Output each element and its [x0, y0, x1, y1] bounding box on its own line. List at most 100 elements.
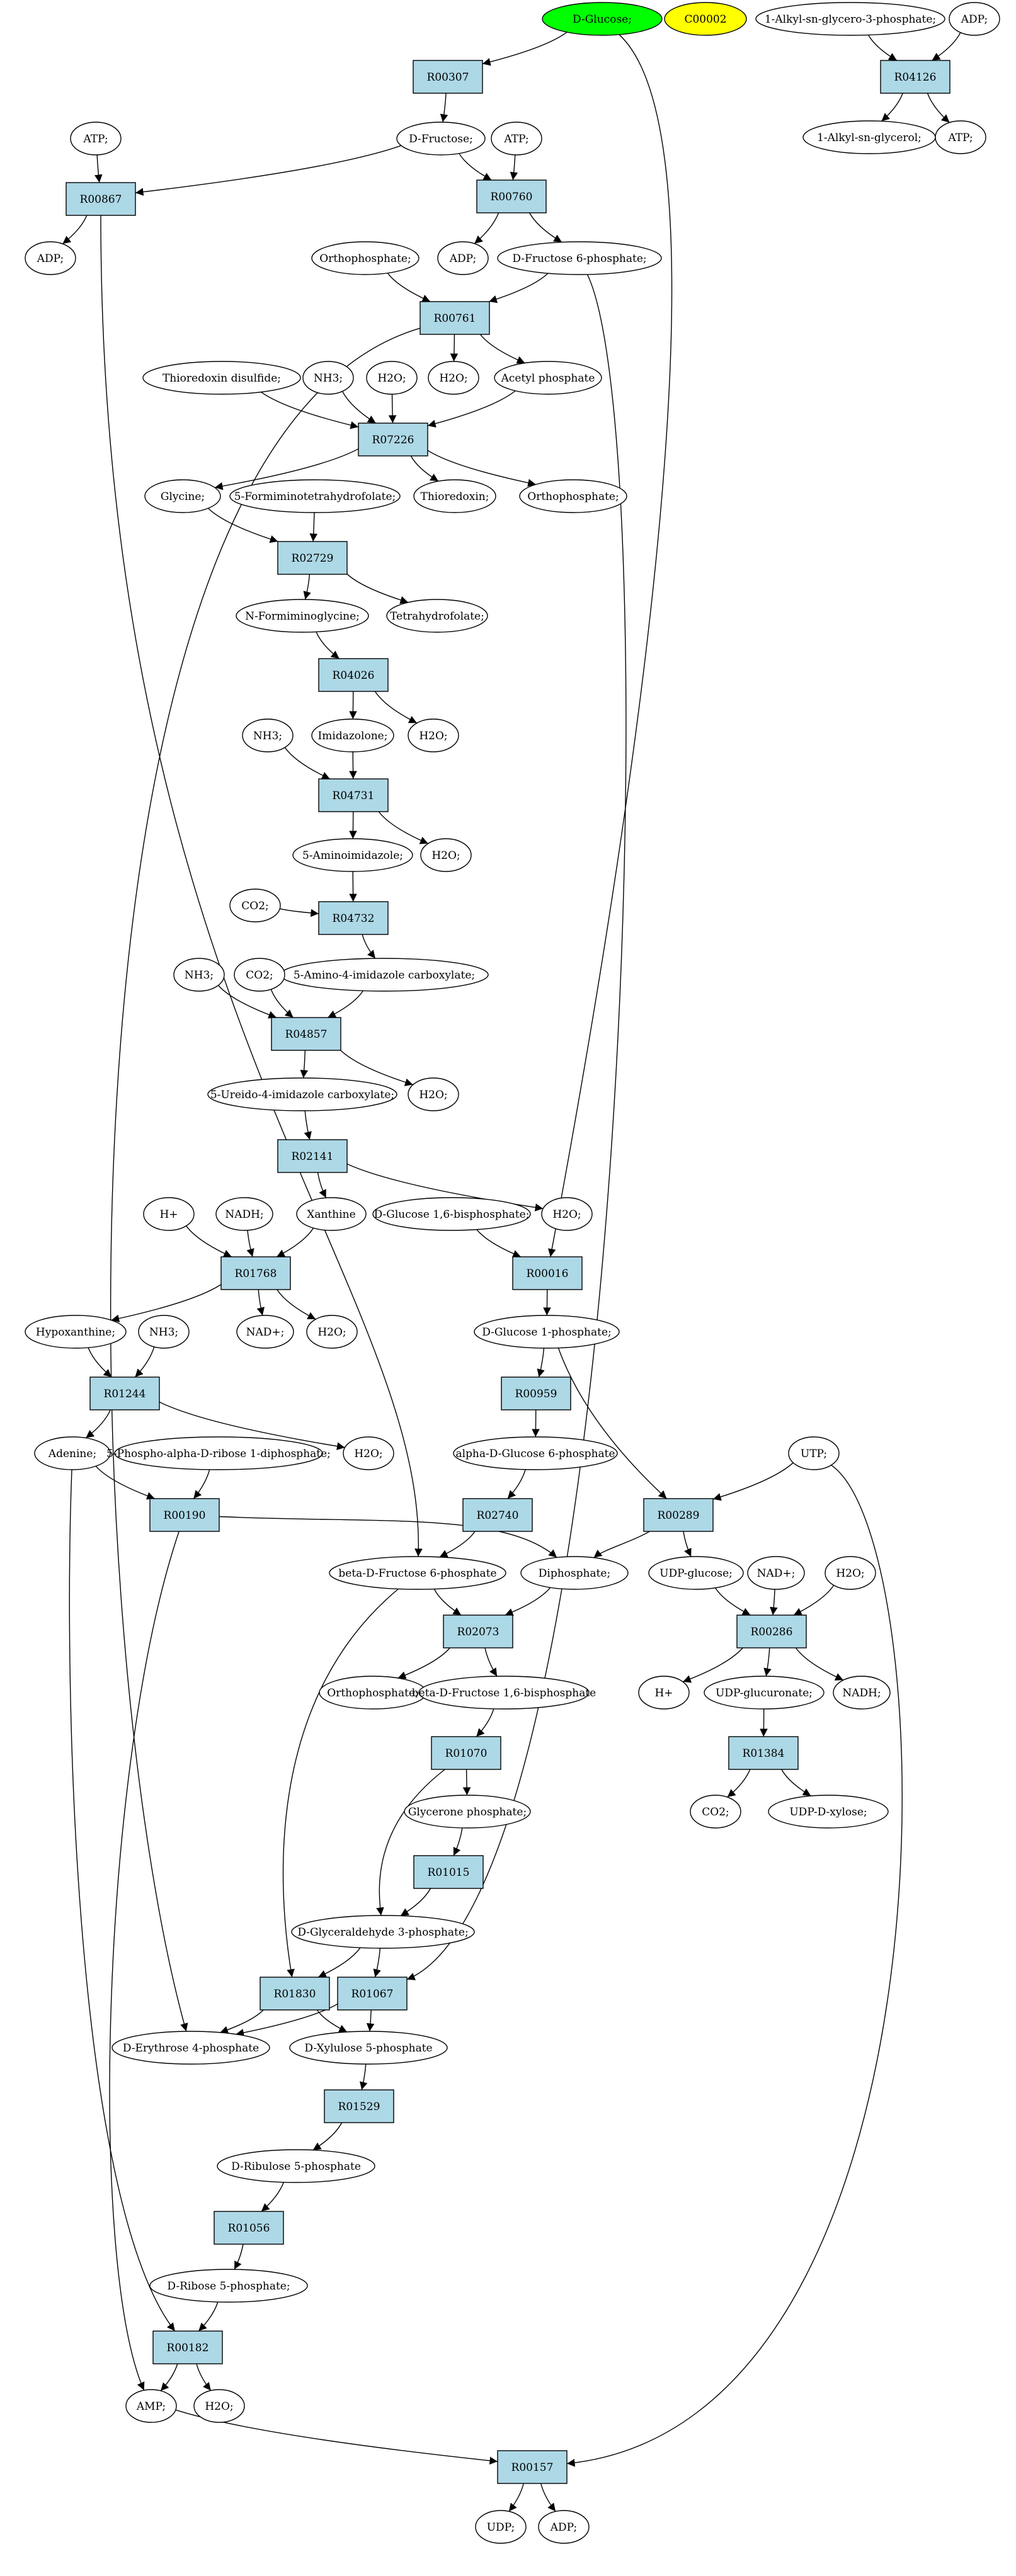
edge-R02729-to-nfg: [303, 574, 311, 600]
node-label: D-Ribulose 5-phosphate: [231, 2160, 361, 2173]
node-label: Orthophosphate;: [327, 1687, 418, 1699]
reaction-node-R00760: R00760: [476, 179, 547, 213]
node-label: R04026: [333, 669, 375, 682]
edge-fru-to-R00760: [459, 153, 492, 181]
edge-prpp-to-R00190: [193, 1469, 210, 1499]
compound-node-hplus_b: H+: [638, 1676, 690, 1710]
reaction-box: [736, 1614, 807, 1648]
node-label: UTP;: [801, 1448, 827, 1460]
reaction-box: [66, 182, 136, 216]
node-label: Thioredoxin disulfide;: [163, 372, 281, 385]
compound-ellipse: [404, 1795, 531, 1829]
compound-ellipse: [833, 1676, 891, 1710]
edge-R00182-to-amp: [160, 2363, 178, 2392]
node-label: CO2;: [702, 1806, 729, 1819]
compound-ellipse: [497, 241, 662, 275]
compound-node-adp_a: ADP;: [949, 2, 1000, 36]
node-label: Diphosphate;: [539, 1567, 610, 1580]
edge-nh3_c-to-R04857: [217, 985, 277, 1019]
compound-ellipse: [648, 1556, 744, 1590]
compound-ellipse: [311, 241, 420, 275]
compound-ellipse: [768, 1795, 889, 1829]
edge-xu5p-to-R01529: [360, 2063, 368, 2091]
compound-node-atp_b: ATP;: [70, 122, 122, 156]
compound-ellipse: [491, 122, 542, 156]
compound-node-xan: Xanthine: [296, 1197, 367, 1231]
reaction-box: [214, 2211, 284, 2245]
node-label: UDP;: [487, 2521, 515, 2534]
edge-R00867-to-adp_b: [62, 215, 88, 244]
reaction-box: [880, 60, 950, 94]
compound-ellipse: [690, 1795, 741, 1829]
node-label: R01070: [445, 1747, 488, 1760]
edge-R07226-to-gly: [214, 448, 359, 491]
edge-R01244-to-ade: [85, 1409, 111, 1439]
reaction-node-R01384: R01384: [728, 1736, 799, 1770]
node-label: R04126: [894, 71, 937, 84]
node-label: H2O;: [419, 1089, 447, 1101]
reaction-box: [413, 1855, 484, 1889]
node-label: H2O;: [317, 1326, 346, 1339]
node-label: R01529: [338, 2101, 380, 2113]
reaction-box: [512, 1256, 583, 1290]
compound-node-uic: 5-Ureido-4-imidazole carboxylate;: [207, 1077, 397, 1111]
edges-layer: [62, 31, 961, 2512]
node-label: 5-Phospho-alpha-D-ribose 1-diphosphate;: [106, 1448, 331, 1460]
edge-R01768-to-h2o_g: [277, 1289, 316, 1320]
compound-node-thf: Tetrahydrofolate;: [386, 599, 488, 633]
reaction-box: [728, 1736, 799, 1770]
compound-ellipse: [292, 838, 413, 872]
reaction-box: [260, 1977, 330, 2011]
node-label: H2O;: [377, 372, 406, 385]
node-label: 1-Alkyl-sn-glycerol;: [817, 132, 922, 144]
compound-ellipse: [638, 1676, 690, 1710]
edge-R00761-to-e4p: [110, 327, 421, 2032]
compound-node-hyp: Hypoxanthine;: [25, 1315, 127, 1349]
edge-ppi-to-R02073: [505, 1587, 551, 1616]
compound-ellipse: [217, 2149, 375, 2183]
reaction-node-R04857: R04857: [271, 1017, 341, 1051]
edge-g16bp-to-R00016: [476, 1229, 522, 1258]
compound-node-atp_a: ATP;: [935, 120, 986, 154]
reaction-node-R00959: R00959: [501, 1376, 571, 1410]
reaction-box: [318, 901, 389, 935]
reaction-node-R01830: R01830: [260, 1977, 330, 2011]
node-label: H2O;: [431, 849, 460, 862]
compound-node-dhap: Glycerone phosphate;: [404, 1795, 531, 1829]
edge-R07226-to-pi_b: [427, 450, 536, 487]
edge-R00182-to-h2o_j: [196, 2363, 212, 2391]
node-label: H+: [159, 1208, 178, 1221]
compound-ellipse: [949, 2, 1000, 36]
compound-node-adp_d: ADP;: [538, 2510, 590, 2544]
node-label: D-Glucose 1-phosphate;: [482, 1326, 612, 1339]
node-label: R00959: [515, 1388, 557, 1400]
edge-g3p-to-R01067: [373, 1948, 381, 1978]
compound-ellipse: [329, 1556, 506, 1590]
node-label: H2O;: [552, 1208, 581, 1221]
reaction-node-R02740: R02740: [462, 1498, 533, 1532]
reaction-box: [277, 541, 348, 575]
reaction-node-R00286: R00286: [736, 1614, 807, 1648]
edge-pi_a-to-R00761: [387, 273, 431, 302]
edge-R04731-to-h2o_d: [378, 811, 428, 844]
compound-ellipse: [236, 1315, 294, 1349]
compound-node-aim: 5-Aminoimidazole;: [292, 838, 413, 872]
compound-node-pi_a: Orthophosphate;: [311, 241, 420, 275]
node-label: R02073: [457, 1626, 499, 1638]
compound-node-ru5p: D-Ribulose 5-phosphate: [217, 2149, 375, 2183]
edge-ag6p-to-R02740: [507, 1469, 526, 1499]
node-label: ADP;: [961, 13, 988, 26]
compound-ellipse: [788, 1436, 840, 1470]
node-label: R01067: [351, 1988, 394, 2000]
compound-node-udpglcA: UDP-glucuronate;: [704, 1676, 825, 1710]
node-label: ADP;: [37, 252, 64, 265]
compound-node-h2o_c: H2O;: [408, 718, 459, 752]
node-label: ATP;: [947, 132, 973, 144]
compound-node-h2o_b: H2O;: [366, 361, 418, 395]
node-label: Hypoxanthine;: [36, 1326, 115, 1339]
edge-R00761-to-h2o_a: [450, 334, 459, 362]
reaction-node-R00289: R00289: [643, 1498, 714, 1532]
reaction-box: [443, 1614, 513, 1648]
compound-node-nadp_a: NAD+;: [236, 1315, 294, 1349]
